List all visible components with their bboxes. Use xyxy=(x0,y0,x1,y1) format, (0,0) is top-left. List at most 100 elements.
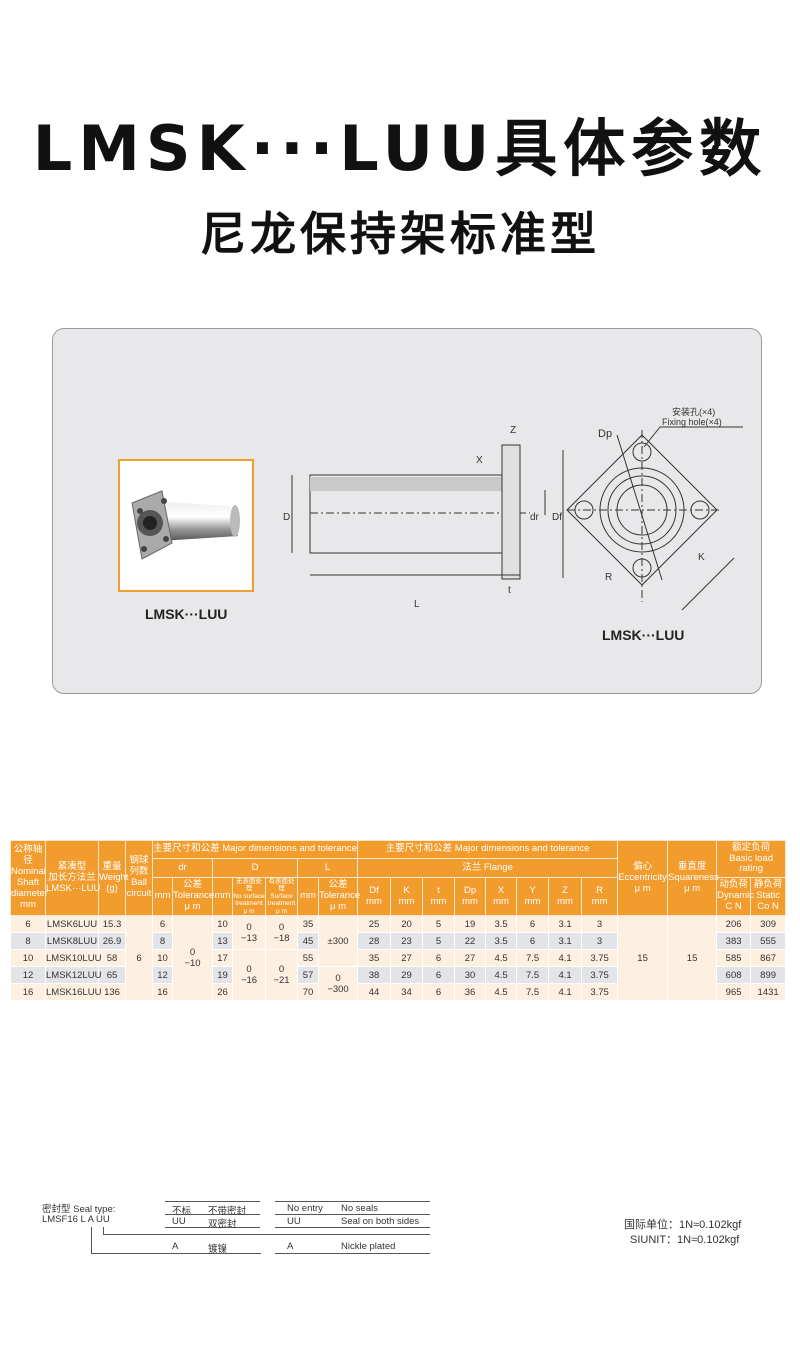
seal-code: LMSF16 L A UU xyxy=(42,1214,110,1225)
table-cell: LMSK6LUU xyxy=(45,915,99,934)
table-cell: 6 xyxy=(152,915,173,934)
table-cell: 4.5 xyxy=(485,983,518,1002)
table-cell: 26 xyxy=(212,983,233,1002)
table-cell: 6 xyxy=(516,932,550,951)
merged-cell: 0−10 xyxy=(172,915,213,1002)
label-dr: dr xyxy=(530,512,540,523)
table-cell: 10 xyxy=(10,949,46,968)
table-cell: 35 xyxy=(297,915,319,934)
seal-cell: 双密封 xyxy=(208,1219,237,1230)
table-cell: 6 xyxy=(422,949,456,968)
seal-cell: 不带密封 xyxy=(208,1206,247,1217)
seal-cell: 不标 xyxy=(172,1206,192,1217)
label-k: K xyxy=(698,552,705,563)
table-cell: LMSK8LUU xyxy=(45,932,99,951)
table-cell: 20 xyxy=(390,915,424,934)
table-cell: 4.1 xyxy=(548,966,583,985)
merged-cell: ±300 xyxy=(317,915,359,968)
seal-type-label: 密封型 Seal type: xyxy=(42,1204,116,1215)
drawing-caption: LMSK···LUU xyxy=(602,627,685,643)
table-cell: 10 xyxy=(152,949,173,968)
table-cell: 3.1 xyxy=(548,932,583,951)
table-cell: LMSK12LUU xyxy=(45,966,101,985)
table-cell: 555 xyxy=(750,932,787,951)
table-cell: 4.1 xyxy=(548,949,583,968)
table-cell: 3.75 xyxy=(581,966,619,985)
table-cell: 8 xyxy=(10,932,46,951)
table-cell: 585 xyxy=(716,949,752,968)
seal-cell: No entry xyxy=(287,1203,323,1214)
table-cell: 12 xyxy=(152,966,173,985)
merged-cell: 0−18 xyxy=(265,915,298,951)
table-cell: 17 xyxy=(212,949,233,968)
page-title: LMSK···LUU具体参数 xyxy=(32,112,768,185)
table-cell: 383 xyxy=(716,932,752,951)
unit-note-cn: 国际单位：1N≈0.102kgf xyxy=(624,1219,742,1231)
col-l: L xyxy=(296,858,359,878)
flange xyxy=(501,444,521,580)
col-major-2: 主要尺寸和公差 Major dimensions and tolerance xyxy=(357,840,619,859)
table-cell: 30 xyxy=(454,966,487,985)
table-cell: 58 xyxy=(98,949,126,968)
table-cell: 7.5 xyxy=(516,966,550,985)
page-subtitle: 尼龙保持架标准型 xyxy=(200,207,600,261)
table-cell: 22 xyxy=(454,932,487,951)
table-cell: 36 xyxy=(454,983,487,1002)
table-cell: 608 xyxy=(716,966,752,985)
seal-cell: UU xyxy=(172,1216,186,1227)
table-cell: 7.5 xyxy=(516,949,550,968)
table-cell: 27 xyxy=(390,949,424,968)
table-cell: 3.5 xyxy=(485,915,518,934)
seal-cell: 镀镍 xyxy=(208,1244,228,1255)
col-flange: 法兰 Flange xyxy=(357,858,619,878)
table-cell: 26.9 xyxy=(98,932,126,951)
merged-cell: 0−21 xyxy=(265,949,298,1002)
merged-cell: 0−300 xyxy=(317,966,359,1002)
table-cell: 38 xyxy=(357,966,392,985)
table-cell: 3.1 xyxy=(548,915,583,934)
table-cell: 5 xyxy=(422,915,456,934)
col-dr: dr xyxy=(152,858,213,878)
col-dr-mm: mm xyxy=(152,876,173,917)
table-cell: 65 xyxy=(98,966,126,985)
fixing-hole-en: Fixing hole(×4) xyxy=(662,417,722,427)
table-cell: 3.75 xyxy=(581,949,619,968)
table-cell: 136 xyxy=(98,983,126,1002)
merged-cell: 0−16 xyxy=(232,949,266,1002)
table-cell: 867 xyxy=(750,949,787,968)
photo-caption: LMSK···LUU xyxy=(145,606,228,622)
table-cell: 35 xyxy=(357,949,392,968)
table-cell: 23 xyxy=(390,932,424,951)
table-cell: 34 xyxy=(390,983,424,1002)
table-cell: 25 xyxy=(357,915,392,934)
table-cell: 6 xyxy=(516,915,550,934)
col-l-mm: mm xyxy=(297,876,319,917)
table-cell: 6 xyxy=(10,915,46,934)
label-df: Df xyxy=(552,512,562,523)
table-cell: 29 xyxy=(390,966,424,985)
seal-cell: Seal on both sides xyxy=(341,1216,420,1227)
table-cell: 45 xyxy=(297,932,319,951)
label-d: D xyxy=(283,512,290,523)
label-x: X xyxy=(476,455,483,466)
seal-cell: A xyxy=(172,1241,179,1252)
table-cell: 70 xyxy=(297,983,319,1002)
col-d: D xyxy=(212,858,298,878)
merged-cell: 15 xyxy=(667,915,718,1002)
